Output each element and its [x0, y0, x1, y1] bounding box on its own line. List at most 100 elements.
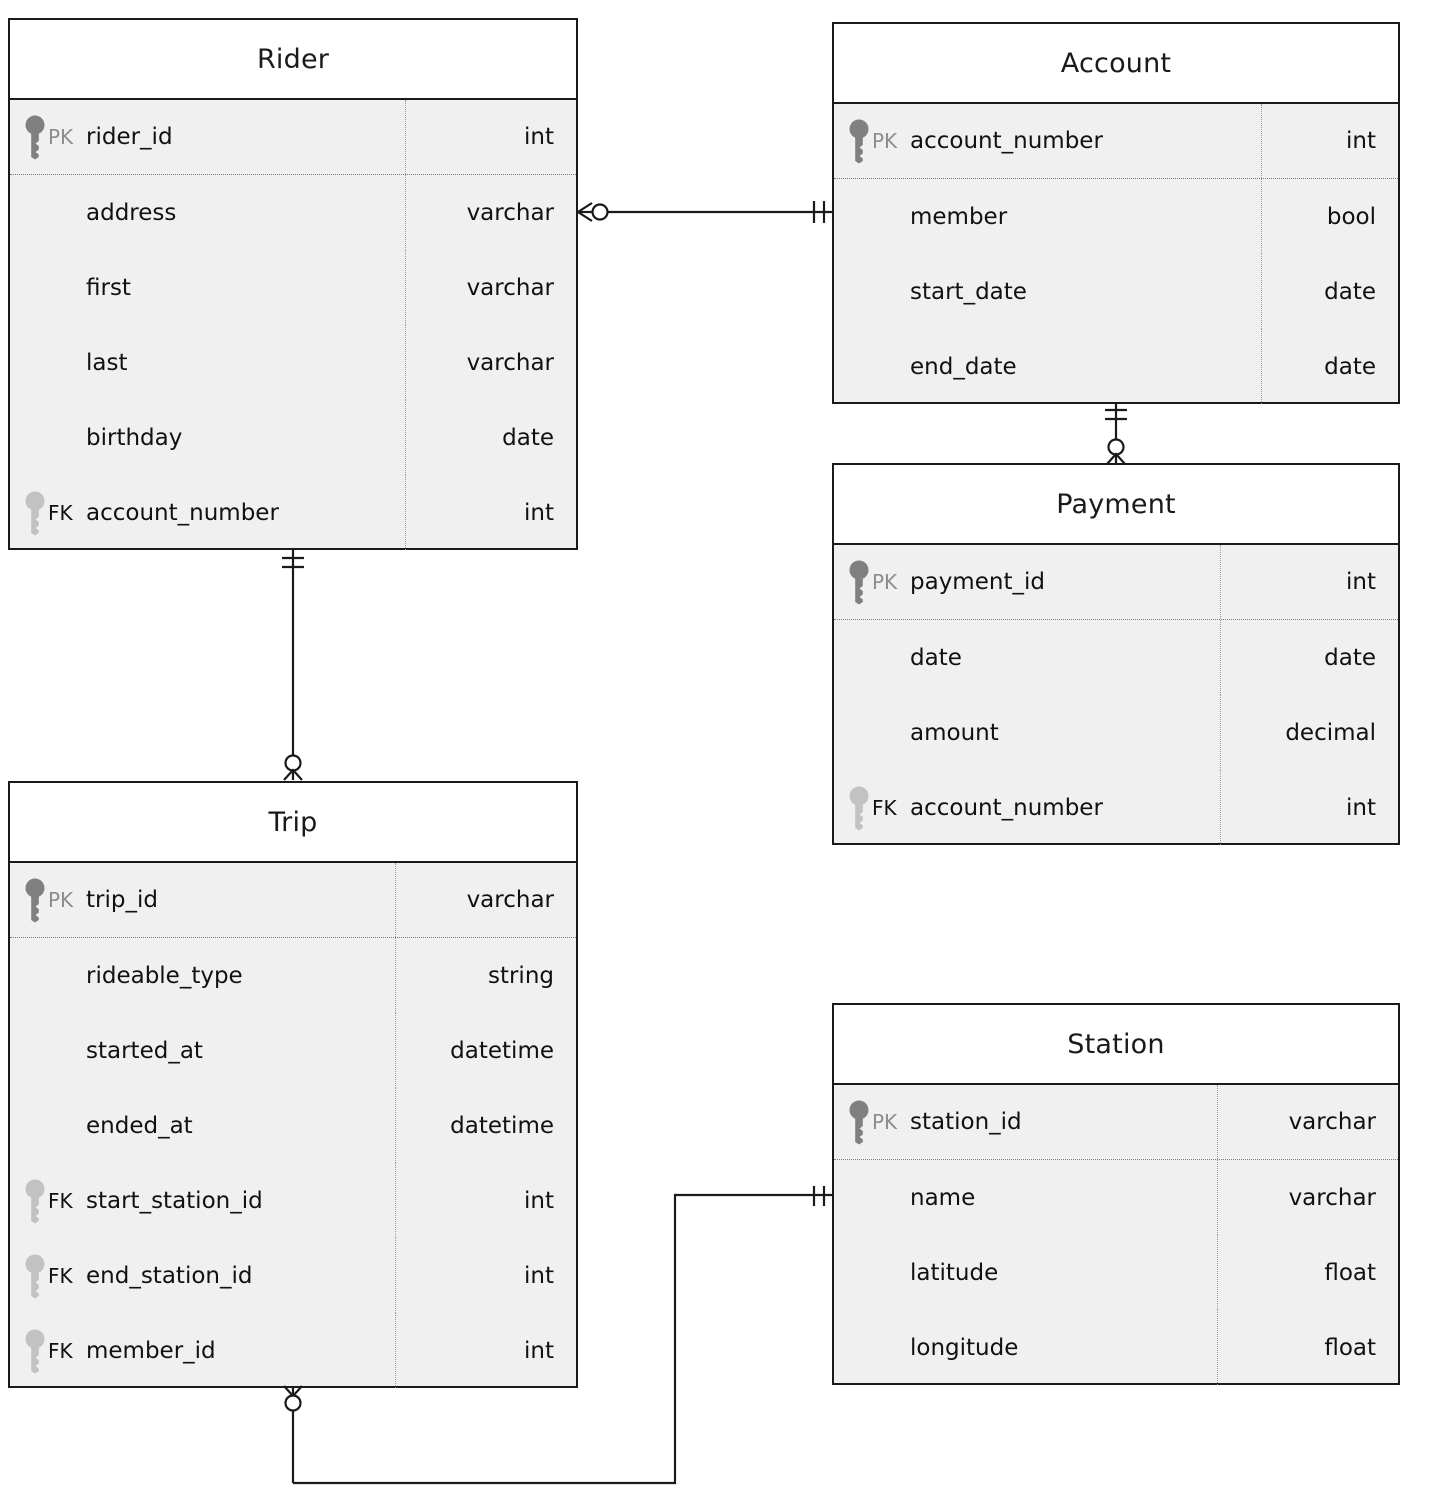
entity-rider-attributes: PK rider_id int address varchar first [10, 100, 576, 550]
attribute-row[interactable]: name varchar [834, 1160, 1398, 1235]
key-slot [24, 325, 86, 400]
attribute-name: member [910, 203, 1008, 230]
key-slot: FK [848, 770, 910, 845]
key-label: FK [48, 1338, 73, 1363]
key-label: PK [872, 570, 898, 594]
key-label: PK [48, 888, 74, 912]
attribute-name: first [86, 274, 131, 301]
foreign-key-icon [25, 1179, 45, 1223]
entity-station-title: Station [834, 1005, 1398, 1085]
attribute-name-cell: PK account_number [834, 104, 1262, 178]
attribute-type: int [1346, 128, 1376, 154]
attribute-name: payment_id [910, 569, 1045, 595]
entity-station[interactable]: Station PK station_id varchar [832, 1003, 1400, 1385]
attribute-type: string [487, 962, 554, 989]
attribute-row[interactable]: started_at datetime [10, 1013, 576, 1088]
key-label: FK [48, 1188, 73, 1213]
key-label: PK [872, 129, 898, 153]
attribute-type: int [524, 1187, 554, 1214]
attribute-name: amount [910, 719, 999, 746]
relationship-rider-trip[interactable] [269, 548, 317, 782]
entity-payment[interactable]: Payment PK payment_id int [832, 463, 1400, 845]
attribute-row[interactable]: FK start_station_id int [10, 1163, 576, 1238]
foreign-key-icon [25, 1329, 45, 1373]
attribute-row[interactable]: rideable_type string [10, 938, 576, 1013]
attribute-row[interactable]: PK account_number int [834, 104, 1398, 179]
attribute-row[interactable]: FK end_station_id int [10, 1238, 576, 1313]
key-slot [24, 250, 86, 325]
attribute-row[interactable]: PK station_id varchar [834, 1085, 1398, 1160]
attribute-row[interactable]: address varchar [10, 175, 576, 250]
relationship-trip-station[interactable] [269, 1384, 841, 1494]
attribute-type: varchar [466, 887, 554, 913]
attribute-name-cell: start_date [834, 254, 1262, 329]
entity-payment-attributes: PK payment_id int date date amount dec [834, 545, 1398, 845]
key-slot [848, 695, 910, 770]
key-slot [848, 1310, 910, 1385]
key-label: FK [48, 1263, 73, 1288]
key-slot [848, 1160, 910, 1235]
attribute-type: varchar [1288, 1184, 1376, 1211]
attribute-type: datetime [450, 1037, 554, 1064]
relationship-rider-account[interactable] [575, 188, 838, 236]
key-slot: FK [24, 475, 86, 550]
attribute-name-cell: PK trip_id [10, 863, 396, 937]
relationship-account-payment[interactable] [1092, 400, 1140, 466]
attribute-type: varchar [466, 199, 554, 226]
key-label: PK [872, 1110, 898, 1134]
attribute-name: last [86, 349, 128, 376]
attribute-row[interactable]: start_date date [834, 254, 1398, 329]
attribute-row[interactable]: PK trip_id varchar [10, 863, 576, 938]
attribute-name: birthday [86, 424, 183, 451]
attribute-name-cell: longitude [834, 1310, 1218, 1385]
key-slot [24, 1013, 86, 1088]
attribute-name-cell: end_date [834, 329, 1262, 404]
attribute-name: rider_id [86, 124, 173, 150]
attribute-name: address [86, 199, 177, 226]
foreign-key-icon [25, 491, 45, 535]
attribute-name: account_number [910, 128, 1103, 154]
attribute-name: ended_at [86, 1112, 193, 1139]
attribute-row[interactable]: FK account_number int [834, 770, 1398, 845]
attribute-row[interactable]: member bool [834, 179, 1398, 254]
entity-account[interactable]: Account PK account_number int [832, 22, 1400, 404]
attribute-row[interactable]: FK member_id int [10, 1313, 576, 1388]
attribute-name: rideable_type [86, 962, 243, 989]
attribute-row[interactable]: ended_at datetime [10, 1088, 576, 1163]
attribute-row[interactable]: amount decimal [834, 695, 1398, 770]
attribute-row[interactable]: birthday date [10, 400, 576, 475]
entity-payment-title: Payment [834, 465, 1398, 545]
attribute-row[interactable]: PK payment_id int [834, 545, 1398, 620]
primary-key-icon [849, 1100, 869, 1145]
attribute-row[interactable]: end_date date [834, 329, 1398, 404]
attribute-row[interactable]: date date [834, 620, 1398, 695]
attribute-name: account_number [910, 794, 1103, 821]
primary-key-icon [25, 878, 45, 923]
key-slot [848, 1235, 910, 1310]
attribute-type: float [1324, 1334, 1376, 1361]
attribute-row[interactable]: latitude float [834, 1235, 1398, 1310]
relationship-trip-station-path[interactable] [285, 1186, 845, 1492]
attribute-row[interactable]: first varchar [10, 250, 576, 325]
attribute-type: float [1324, 1259, 1376, 1286]
key-slot [24, 175, 86, 250]
key-slot [848, 254, 910, 329]
attribute-row[interactable]: last varchar [10, 325, 576, 400]
attribute-type: int [524, 1262, 554, 1289]
attribute-row[interactable]: FK account_number int [10, 475, 576, 550]
attribute-type: varchar [1288, 1109, 1376, 1135]
attribute-row[interactable]: longitude float [834, 1310, 1398, 1385]
attribute-name: longitude [910, 1334, 1019, 1361]
attribute-type: int [1346, 569, 1376, 595]
entity-rider[interactable]: Rider PK rider_id int [8, 18, 578, 550]
primary-key-icon [849, 560, 869, 605]
attribute-type: varchar [466, 274, 554, 301]
key-slot: PK [24, 863, 86, 937]
attribute-name: latitude [910, 1259, 999, 1286]
entity-trip[interactable]: Trip PK trip_id varchar [8, 781, 578, 1388]
attribute-name-cell: FK end_station_id [10, 1238, 396, 1313]
attribute-row[interactable]: PK rider_id int [10, 100, 576, 175]
key-slot: PK [24, 100, 86, 174]
key-slot: PK [848, 104, 910, 178]
foreign-key-icon [25, 1254, 45, 1298]
